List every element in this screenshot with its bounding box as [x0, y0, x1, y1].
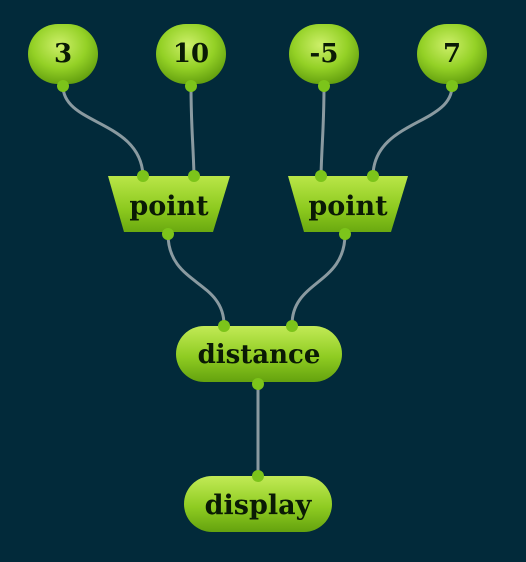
distance-node[interactable]: distance [176, 320, 342, 390]
point-node-left-input-port-2[interactable] [188, 170, 200, 182]
wire-3-to-point-left [61, 84, 145, 177]
distance-node-input-port-1[interactable] [218, 320, 230, 332]
point-node-right-input-port-1[interactable] [315, 170, 327, 182]
value-node-10-label: 10 [173, 39, 209, 69]
connections [61, 84, 454, 477]
value-node-neg5-output-port[interactable] [318, 80, 330, 92]
value-node-3-label: 3 [54, 39, 72, 69]
wire-10-to-point-left [189, 84, 196, 177]
wire-7-to-point-right [371, 84, 454, 177]
point-node-right-label: point [308, 191, 388, 222]
point-node-right-output-port[interactable] [339, 228, 351, 240]
point-node-right-input-port-2[interactable] [367, 170, 379, 182]
display-node[interactable]: display [184, 470, 332, 532]
value-node-7-output-port[interactable] [446, 80, 458, 92]
point-node-left-input-port-1[interactable] [137, 170, 149, 182]
distance-node-input-port-2[interactable] [286, 320, 298, 332]
value-node-10-output-port[interactable] [185, 80, 197, 92]
wire-point-left-to-distance [166, 232, 226, 327]
value-node-3-output-port[interactable] [57, 80, 69, 92]
distance-node-label: distance [198, 340, 321, 370]
point-node-right[interactable]: point [288, 170, 408, 240]
value-node-neg5[interactable]: -5 [289, 24, 359, 92]
wire-point-right-to-distance [290, 232, 347, 327]
display-node-label: display [205, 490, 313, 521]
point-node-left-label: point [129, 191, 209, 222]
point-node-left[interactable]: point [108, 170, 230, 240]
value-node-3[interactable]: 3 [28, 24, 98, 92]
value-node-7-label: 7 [443, 39, 461, 69]
display-node-input-port[interactable] [252, 470, 264, 482]
value-node-7[interactable]: 7 [417, 24, 487, 92]
wire-neg5-to-point-right [319, 84, 326, 177]
point-node-left-output-port[interactable] [162, 228, 174, 240]
value-node-10[interactable]: 10 [156, 24, 226, 92]
value-node-neg5-label: -5 [310, 39, 339, 69]
distance-node-output-port[interactable] [252, 378, 264, 390]
